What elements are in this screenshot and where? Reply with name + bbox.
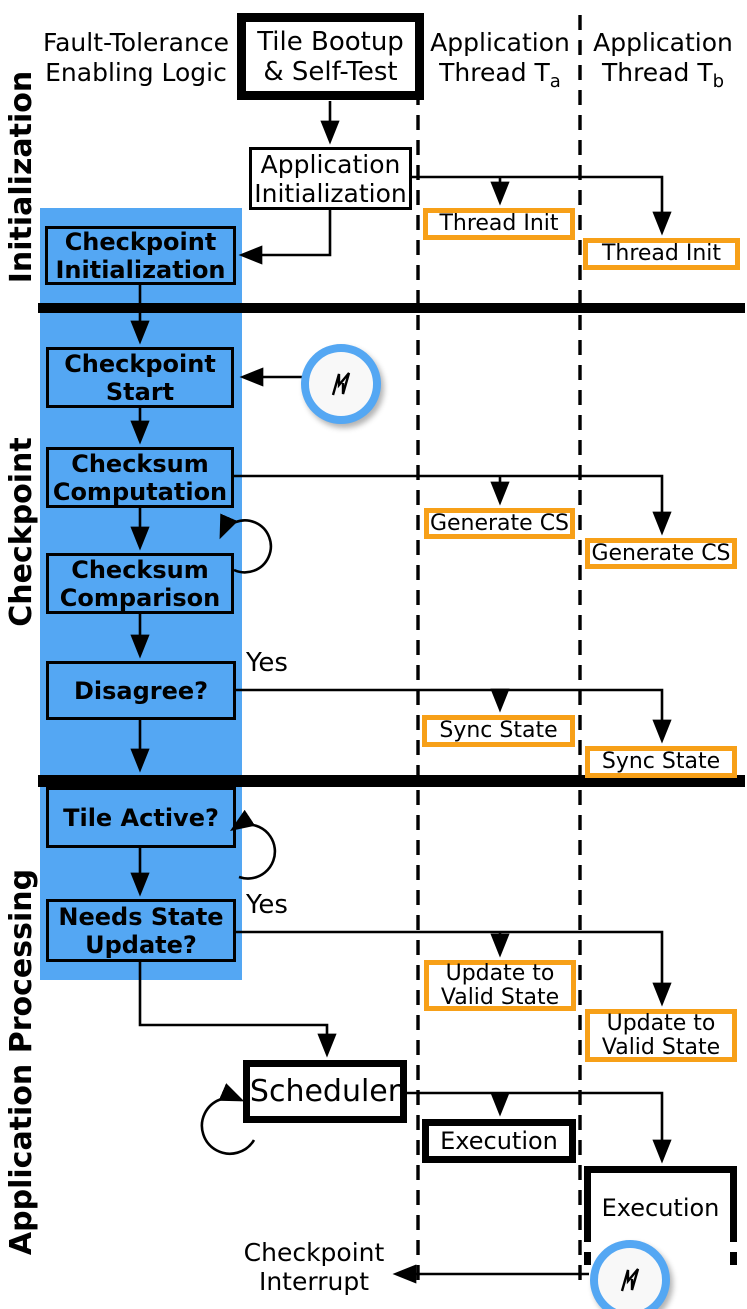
thread-b-box-update-valid-state: Update to Valid State bbox=[585, 1009, 737, 1062]
arrow-needsupdate-to-scheduler bbox=[138, 962, 337, 1058]
phase-separator-bar-2 bbox=[38, 775, 745, 787]
arrow-appinit-to-threadb-init bbox=[412, 175, 672, 236]
thread-b-subscript: b bbox=[712, 71, 725, 92]
checkpoint-interrupt-label: Checkpoint Interrupt bbox=[243, 1238, 385, 1296]
self-loop-scheduler bbox=[200, 1083, 256, 1155]
arrow-cscomp-to-threadb-generate bbox=[234, 474, 672, 536]
thread-a-box-execution: Execution bbox=[422, 1119, 576, 1163]
thread-a-title: Application Thread T bbox=[430, 28, 570, 87]
lightning-icon bbox=[331, 372, 351, 396]
flow-box-needs-state-update: Needs State Update? bbox=[46, 899, 236, 962]
flow-box-checkpoint-start: Checkpoint Start bbox=[46, 347, 234, 408]
thread-a-box-thread-init: Thread Init bbox=[423, 208, 575, 240]
thread-a-box-update-valid-state: Update to Valid State bbox=[424, 960, 576, 1011]
arrow-needsupdate-to-threadb-update bbox=[236, 930, 672, 1007]
flow-connectors bbox=[130, 101, 672, 1284]
flow-box-checkpoint-initialization: Checkpoint Initialization bbox=[45, 226, 236, 285]
flow-box-application-initialization: Application Initialization bbox=[249, 147, 412, 210]
flow-box-scheduler: Scheduler bbox=[243, 1060, 407, 1123]
column-header-thread-a: Application Thread Ta bbox=[425, 28, 575, 97]
yes-label-needs-update: Yes bbox=[246, 890, 288, 920]
thread-b-box-sync-state: Sync State bbox=[585, 746, 737, 778]
flow-box-checksum-computation: Checksum Computation bbox=[46, 447, 234, 508]
thread-b-box-generate-cs: Generate CS bbox=[585, 538, 737, 569]
execution-b-broken-border bbox=[584, 1252, 737, 1265]
self-loop-checksum-comparison bbox=[219, 513, 273, 574]
interrupt-event-circle bbox=[590, 1240, 670, 1309]
arrow-appinit-to-checkpoint-init bbox=[238, 210, 332, 265]
checkpoint-event-circle bbox=[301, 344, 381, 424]
phase-separator-bar-1 bbox=[38, 303, 745, 313]
lightning-icon bbox=[620, 1268, 640, 1292]
thread-a-box-generate-cs: Generate CS bbox=[424, 508, 575, 539]
thread-b-box-execution: Execution bbox=[584, 1166, 737, 1242]
thread-a-box-sync-state: Sync State bbox=[422, 715, 575, 747]
self-loop-tile-active bbox=[230, 809, 277, 880]
thread-a-subscript: a bbox=[549, 71, 561, 92]
column-header-logic: Fault-Tolerance Enabling Logic bbox=[43, 28, 229, 87]
yes-label-disagree: Yes bbox=[246, 648, 288, 678]
column-header-thread-b: Application Thread Tb bbox=[588, 28, 738, 97]
arrow-disagree-to-threadb-sync bbox=[236, 688, 672, 744]
arrow-scheduler-to-threadb-execution bbox=[407, 1091, 672, 1164]
flow-box-tile-active: Tile Active? bbox=[46, 787, 236, 848]
flow-box-disagree: Disagree? bbox=[46, 661, 236, 720]
thread-b-box-thread-init: Thread Init bbox=[583, 238, 740, 270]
flow-box-checksum-comparison: Checksum Comparison bbox=[46, 553, 234, 614]
bootup-selftest-box: Tile Bootup & Self-Test bbox=[237, 13, 424, 100]
thread-b-title: Application Thread T bbox=[593, 28, 733, 87]
